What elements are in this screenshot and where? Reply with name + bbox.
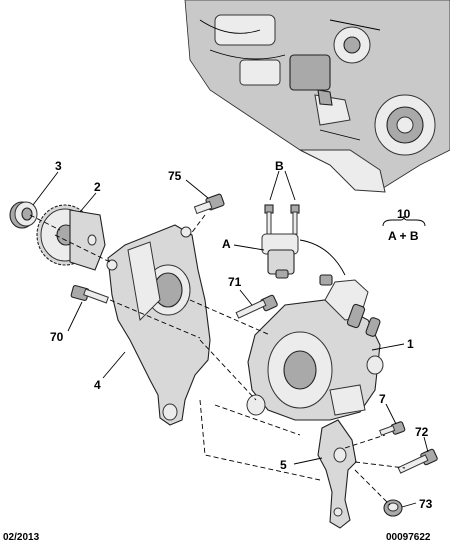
leader-5	[293, 457, 323, 465]
part-b-screws	[264, 204, 300, 235]
leader-70	[67, 301, 83, 332]
part-72-bolt	[397, 448, 438, 474]
callout-4: 4	[94, 378, 101, 392]
callout-b: B	[275, 159, 284, 173]
part-7-bolt	[379, 421, 406, 436]
leader-7	[385, 403, 397, 425]
leader-2	[79, 192, 97, 213]
callout-1: 1	[407, 337, 414, 351]
leader-b-left	[269, 170, 280, 201]
callout-2: 2	[94, 180, 101, 194]
callout-7: 7	[379, 392, 386, 406]
leader-3	[32, 171, 59, 206]
part-3-nut	[9, 201, 38, 229]
part-a-valve	[261, 233, 346, 279]
leader-b-right	[284, 170, 296, 201]
footer-date: 02/2013	[3, 532, 40, 543]
part-1-pump	[246, 274, 384, 421]
callout-5: 5	[280, 458, 287, 472]
engine-block-illustration	[184, 0, 450, 193]
assembly-dashed-lines	[29, 214, 406, 506]
brace-10	[382, 215, 426, 227]
part-73-nut	[383, 499, 403, 517]
footer-reference: 00097622	[386, 532, 431, 543]
part-75-bolt	[193, 193, 225, 215]
leader-71	[239, 289, 253, 306]
callout-73: 73	[419, 497, 433, 511]
leader-72	[423, 436, 429, 453]
callout-75: 75	[168, 169, 182, 183]
part-71-bolt	[235, 294, 278, 319]
callout-a-plus-b: A + B	[388, 229, 419, 243]
leader-73	[401, 502, 417, 508]
callout-71: 71	[228, 275, 242, 289]
part-4-bracket	[106, 224, 211, 426]
part-70-bolt	[70, 285, 109, 304]
leader-4	[102, 351, 126, 379]
callout-72: 72	[415, 425, 429, 439]
leader-a	[233, 244, 265, 251]
callout-10: 10	[397, 207, 411, 221]
part-5-support	[317, 419, 357, 529]
leader-1	[371, 343, 405, 351]
part-2-sprocket	[36, 204, 106, 271]
callout-a: A	[222, 237, 231, 251]
callout-70: 70	[50, 330, 64, 344]
callout-3: 3	[55, 159, 62, 173]
leader-75	[185, 179, 209, 199]
